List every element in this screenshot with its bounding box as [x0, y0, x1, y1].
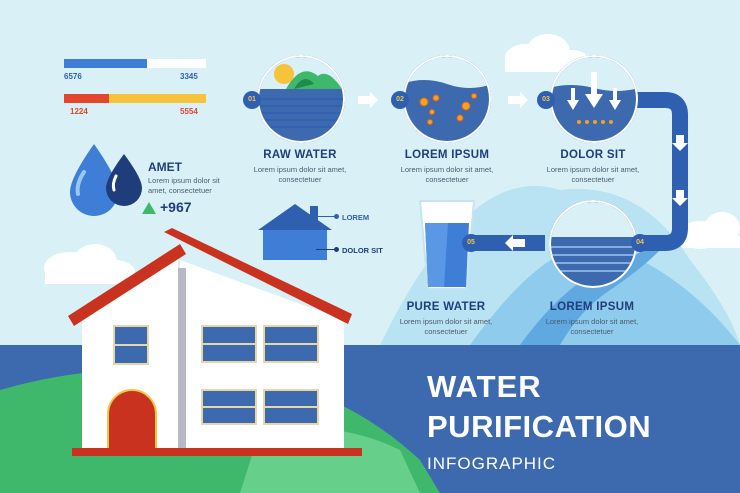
mountain-front — [470, 244, 740, 345]
stage-03-desc-1: Lorem ipsum dolor sit amet, — [546, 165, 640, 174]
stage-04-title: LOREM IPSUM — [549, 301, 635, 313]
legend-dot-1 — [334, 214, 339, 219]
banner-title-1: WATER — [427, 369, 542, 404]
stage-04-badge: 04 — [631, 234, 649, 252]
stat-bar-1-fill — [64, 59, 147, 68]
stage-02-badge: 02 — [391, 91, 409, 109]
stage-02-circle — [403, 55, 491, 143]
stage-03-title: DOLOR SIT — [560, 149, 626, 161]
legend-line-1 — [316, 216, 336, 217]
amet-desc-1: Lorem ipsum dolor sit — [148, 176, 220, 185]
house-legend-icon — [258, 204, 332, 260]
stage-03-circle — [550, 55, 638, 143]
up-triangle-icon — [142, 202, 156, 214]
amet-value: +967 — [160, 199, 192, 215]
stage-05-badge: 05 — [462, 234, 480, 252]
stage-04-circle — [549, 200, 637, 288]
water-glass-icon — [418, 200, 476, 290]
legend-line-2 — [316, 249, 336, 250]
stage-02-desc-1: Lorem ipsum dolor sit amet, — [400, 165, 494, 174]
arrow-left-icon — [505, 235, 525, 251]
banner-title-2: PURIFICATION — [427, 409, 652, 444]
cloud-left — [44, 244, 135, 284]
stage-04-desc-2: consectetuer — [570, 327, 614, 336]
legend-label-2: DOLOR SIT — [342, 246, 383, 255]
legend-label-1: LOREM — [342, 213, 370, 222]
stat-bar-1-right: 3345 — [180, 72, 198, 81]
amet-title: AMET — [148, 160, 182, 174]
stage-05-desc-1: Lorem ipsum dolor sit amet, — [399, 317, 493, 326]
stage-03-badge: 03 — [537, 91, 555, 109]
stat-bar-1-rest — [147, 59, 206, 68]
cloud-right — [678, 212, 740, 249]
stage-01-desc-2: consectetuer — [278, 175, 322, 184]
legend-dot-2 — [334, 247, 339, 252]
stat-bar-2-right: 5554 — [180, 107, 198, 116]
arrow-down-icon — [672, 190, 688, 206]
stage-01-title: RAW WATER — [263, 149, 337, 161]
stage-02-title: LOREM IPSUM — [404, 149, 490, 161]
stat-bar-2-rest — [109, 94, 206, 103]
stage-03-desc-2: consectetuer — [571, 175, 615, 184]
water-drops-icon — [70, 144, 142, 216]
arrow-down-icon — [672, 135, 688, 151]
stage-04-desc-1: Lorem ipsum dolor sit amet, — [545, 317, 639, 326]
stage-05-desc-2: consectetuer — [424, 327, 468, 336]
stage-02-desc-2: consectetuer — [425, 175, 469, 184]
stat-bar-2-left: 1224 — [70, 107, 88, 116]
arrow-right-icon — [358, 92, 378, 108]
banner-subtitle: INFOGRAPHIC — [427, 454, 557, 473]
stage-05-title: PURE WATER — [406, 301, 486, 313]
house-illustration — [68, 228, 362, 456]
stage-01-badge: 01 — [243, 91, 261, 109]
stat-bar-1-left: 6576 — [64, 72, 82, 81]
stat-bar-2-fill — [64, 94, 109, 103]
arrow-right-icon — [508, 92, 528, 108]
amet-desc-2: amet, consectetuer — [148, 186, 212, 195]
stage-01-circle — [257, 55, 345, 143]
stage-01-desc-1: Lorem ipsum dolor sit amet, — [253, 165, 347, 174]
